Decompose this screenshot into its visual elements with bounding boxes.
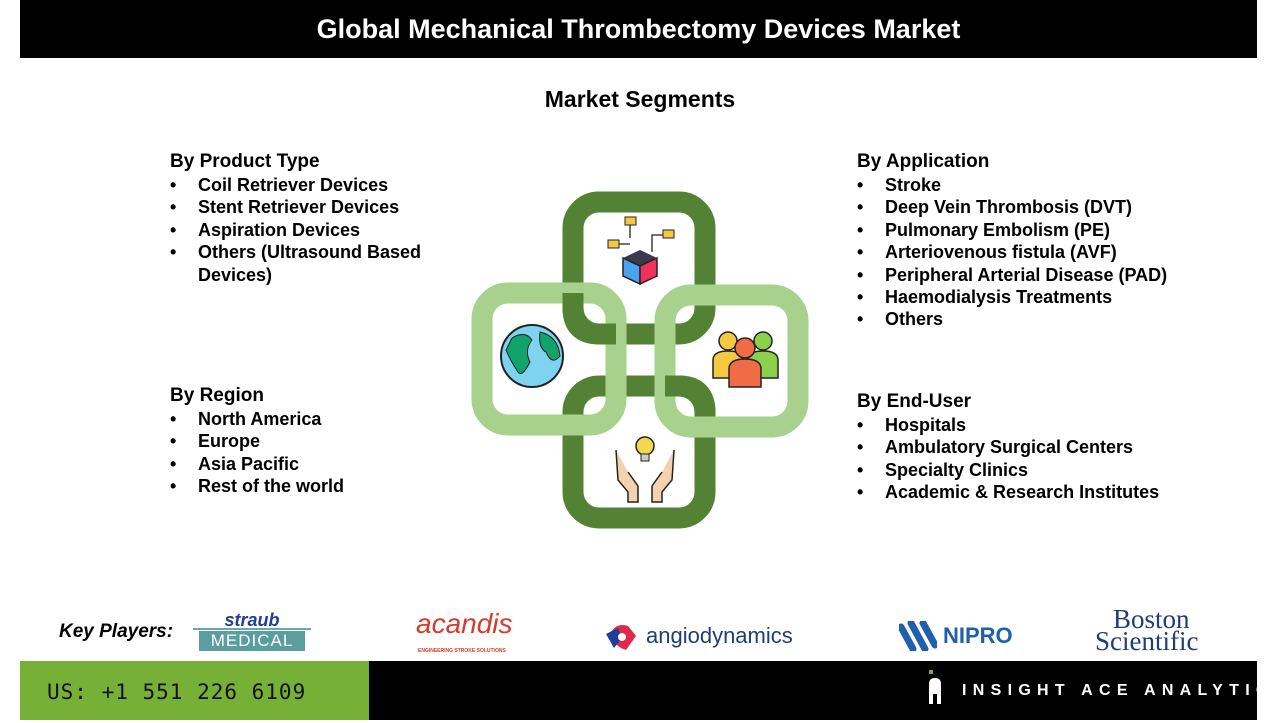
segment-heading: By End-User [857, 391, 972, 412]
list-item: Asia Pacific [170, 453, 460, 476]
list-item: North America [170, 408, 460, 431]
segment-region: By Region North America Europe Asia Paci… [170, 385, 460, 498]
list-item: Europe [170, 430, 460, 453]
section-subtitle: Market Segments [544, 86, 736, 112]
hands-lightbulb-icon [615, 436, 675, 503]
segment-product-type: By Product Type Coil Retriever Devices S… [170, 151, 460, 286]
angiodynamics-mark-icon [606, 625, 636, 650]
scientific-logo-text: Scientific [1095, 626, 1199, 656]
product-cube-icon [607, 216, 675, 286]
boston-logo-text: Boston [1113, 604, 1190, 634]
list-item: Coil Retriever Devices [170, 174, 460, 197]
list-item: Deep Vein Thrombosis (DVT) [857, 196, 1237, 219]
page-title: Global Mechanical Thrombectomy Devices M… [20, 0, 1257, 58]
acandis-logo: acandis ENGINEERING STROKE SOLUTIONS [416, 608, 531, 654]
insight-ace-logo-icon [929, 670, 941, 704]
medical-logo-text: MEDICAL [199, 631, 305, 651]
key-players-label: Key Players: [59, 621, 174, 642]
list-item: Specialty Clinics [857, 459, 1237, 482]
list-item: Haemodialysis Treatments [857, 286, 1237, 309]
boston-scientific-logo: Boston Scientific [1095, 604, 1199, 656]
globe-icon [500, 324, 564, 388]
bottom-ring [562, 375, 716, 529]
segments-chain-diagram [471, 191, 809, 529]
list-item: Stroke [857, 174, 1237, 197]
list-item: Peripheral Arterial Disease (PAD) [857, 264, 1237, 287]
phone-number: US: +1 551 226 6109 [20, 661, 369, 720]
list-item: Others (Ultrasound Based Devices) [170, 241, 460, 286]
list-item: Rest of the world [170, 475, 460, 498]
list-item: Stent Retriever Devices [170, 196, 460, 219]
list-item: Aspiration Devices [170, 219, 460, 242]
people-group-icon [712, 331, 779, 388]
right-ring [654, 284, 809, 438]
segment-heading: By Application [857, 151, 990, 172]
list-item: Ambulatory Surgical Centers [857, 436, 1237, 459]
list-item: Hospitals [857, 414, 1237, 437]
list-item: Arteriovenous fistula (AVF) [857, 241, 1237, 264]
footer-bar [369, 661, 1257, 720]
left-ring [471, 282, 627, 436]
angiodynamics-logo: angiodynamics [604, 620, 793, 652]
list-item: Academic & Research Institutes [857, 481, 1237, 504]
segment-heading: By Region [170, 385, 264, 406]
list-item: Pulmonary Embolism (PE) [857, 219, 1237, 242]
segment-application: By Application Stroke Deep Vein Thrombos… [857, 151, 1237, 331]
brand-name: INSIGHT ACE ANALYTIC [962, 682, 1274, 699]
nipro-mark-icon [899, 621, 937, 651]
straub-logo-text: straub [193, 611, 311, 630]
segment-heading: By Product Type [170, 151, 320, 172]
angiodynamics-logo-text: angiodynamics [646, 623, 793, 648]
acandis-tagline: ENGINEERING STROKE SOLUTIONS [418, 648, 506, 654]
nipro-logo-text: NIPRO [943, 623, 1013, 648]
segment-end-user: By End-User Hospitals Ambulatory Surgica… [857, 391, 1237, 504]
nipro-logo: NIPRO [899, 621, 1013, 651]
straub-medical-logo: straub MEDICAL [193, 611, 311, 651]
list-item: Others [857, 308, 1237, 331]
top-ring [562, 191, 716, 345]
acandis-logo-text: acandis [416, 608, 513, 639]
